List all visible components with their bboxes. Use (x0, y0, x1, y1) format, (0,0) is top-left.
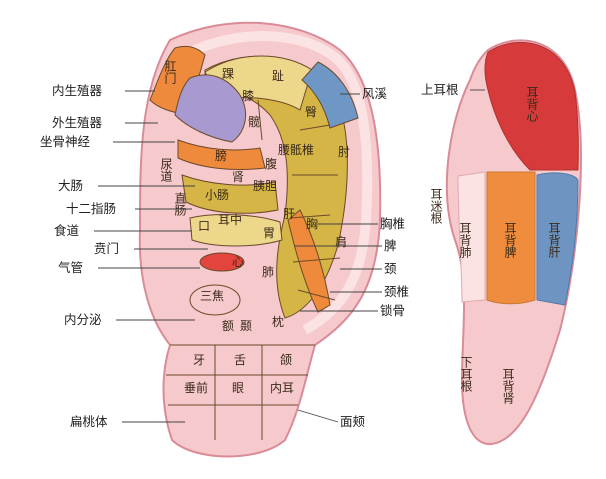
zone-liver: 肝 (283, 207, 295, 221)
zone-temple: 颞 (240, 319, 252, 333)
genital-zone (174, 74, 247, 143)
triple-burner-oval (189, 284, 241, 316)
zone-chest: 胸 (306, 216, 318, 231)
zone-jaw: 颌 (280, 352, 292, 367)
zone-rectum: 直肠 (173, 192, 187, 216)
back-heart-zone (484, 41, 579, 171)
zone-back-heart: 耳背心 (525, 86, 539, 122)
heart-zone (199, 252, 245, 272)
back-view-labels: 上耳根 耳迷根 下耳根 耳背心 耳背肺 耳背脾 耳背肝 耳背肾 (421, 82, 561, 405)
zone-back-liver: 耳背肝 (547, 222, 561, 258)
zone-toe: 趾 (272, 69, 284, 83)
front-zone-labels: 肛门 踝 趾 膝 臀 髋 腰骶椎 肘 腹 尿道 直肠 肾 小肠 胰胆 膀 肝 胸… (159, 60, 350, 395)
zone-back-kidney: 耳背肾 (501, 368, 515, 405)
label-clavicle: 锁骨 (380, 303, 405, 318)
left-callouts: 内生殖器 外生殖器 坐骨神经 大肠 十二指肠 食道 贲门 气管 内分泌 扁桃体 (40, 83, 208, 429)
label-lower-root: 下耳根 (459, 356, 473, 392)
zone-heart: 心 (232, 255, 244, 269)
zone-knee: 膝 (242, 89, 254, 103)
label-thoracic-vertebra: 胸椎 (380, 216, 405, 231)
zone-tooth: 牙 (193, 353, 205, 367)
label-wind-stream: 风溪 (362, 86, 388, 101)
zone-lumbosacral: 腰骶椎 (278, 142, 314, 157)
label-cheek: 面颊 (340, 414, 365, 429)
label-inner-genitals: 内生殖器 (52, 83, 103, 98)
zone-occiput: 枕 (272, 314, 284, 329)
label-esophagus: 食道 (54, 223, 80, 238)
label-vagus-root: 耳迷根 (429, 188, 443, 224)
zone-hip-bone: 腹 (265, 157, 277, 171)
zone-hip: 髋 (248, 114, 260, 129)
zone-tongue: 舌 (234, 353, 246, 367)
zone-back-lung: 耳背肺 (458, 222, 472, 259)
label-outer-genitals: 外生殖器 (52, 115, 103, 130)
zone-small-intestine: 小肠 (205, 188, 229, 202)
zone-lobe-front: 垂前 (184, 380, 208, 395)
label-sciatic: 坐骨神经 (40, 134, 91, 149)
back-ear-view (445, 39, 582, 446)
concha-gold-oval (189, 214, 283, 247)
zone-stomach: 胃 (263, 226, 275, 240)
zone-forehead: 额 (222, 319, 234, 333)
zone-bladder: 膀 (215, 148, 227, 163)
back-lung-zone (457, 171, 486, 303)
label-cardia: 贲门 (94, 241, 119, 256)
zone-urethra: 尿道 (159, 158, 173, 182)
zone-kidney: 肾 (232, 170, 244, 184)
zone-hip2: 臀 (305, 105, 317, 119)
zone-eye: 眼 (232, 381, 244, 395)
right-callouts: 风溪 胸椎 脾 颈 颈椎 锁骨 面颊 (295, 86, 409, 429)
front-ear-view (138, 21, 382, 458)
label-trachea: 气管 (58, 260, 83, 275)
label-cervical-vertebra: 颈椎 (384, 284, 409, 299)
label-duodenum: 十二指肠 (66, 201, 116, 216)
helix-rim (182, 31, 373, 335)
seg-line-5 (292, 257, 341, 263)
zone-lung: 肺 (262, 265, 274, 279)
inner-gold-band (181, 174, 279, 214)
seg-line-6 (297, 289, 336, 301)
label-tonsil: 扁桃体 (70, 414, 108, 429)
seg-line-4 (289, 214, 331, 219)
label-endocrine: 内分泌 (64, 312, 102, 327)
seg-line-2 (299, 124, 331, 131)
zone-heel: 踝 (222, 67, 234, 81)
wind-stream-zone (301, 61, 359, 129)
zone-triple-burner: 三焦 (200, 289, 224, 303)
back-liver-zone (536, 172, 579, 306)
zone-anus: 肛门 (163, 60, 177, 84)
label-upper-root: 上耳根 (421, 82, 459, 97)
label-spleen: 脾 (384, 238, 397, 253)
zone-shoulder: 肩 (335, 234, 347, 249)
label-large-intestine: 大肠 (58, 178, 83, 193)
zone-elbow: 肘 (338, 144, 350, 159)
label-neck: 颈 (384, 261, 397, 276)
zone-pancreas-gall: 胰胆 (253, 179, 277, 193)
zone-back-spleen: 耳背脾 (503, 222, 517, 259)
zone-inner-ear: 内耳 (270, 381, 294, 395)
seg-line-1 (257, 99, 263, 141)
back-spleen-zone (486, 171, 536, 305)
leader-cheek (297, 409, 339, 423)
cymba-orange-band (177, 139, 266, 170)
zone-ear-center: 耳中 (218, 212, 242, 227)
zone-mouth: 口 (198, 219, 210, 233)
